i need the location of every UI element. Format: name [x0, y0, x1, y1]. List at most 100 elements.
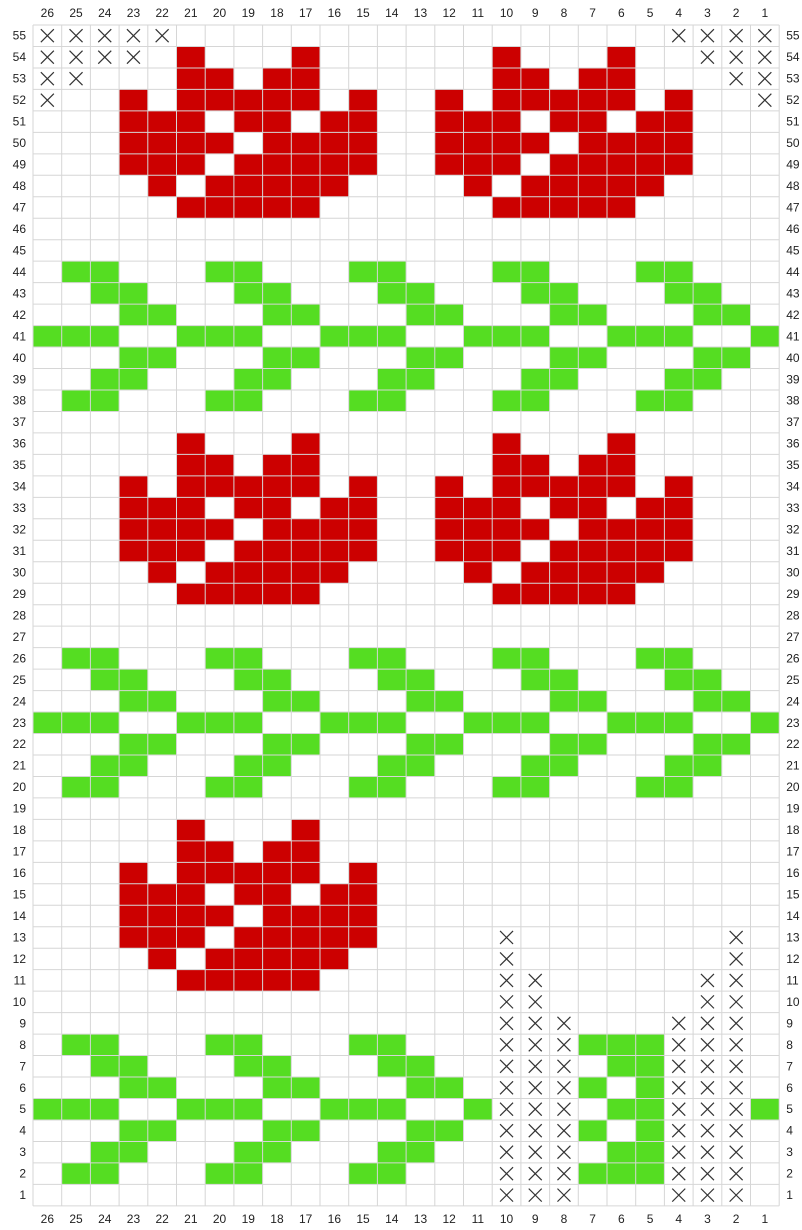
row-label: 8 [19, 1038, 26, 1052]
green-stitch-cell [435, 691, 464, 712]
column-label: 9 [532, 1212, 539, 1226]
no-stitch-cross-icon [557, 1146, 570, 1159]
green-stitch-cell [377, 1163, 406, 1184]
no-stitch-cross-icon [672, 1103, 685, 1116]
column-label: 13 [414, 6, 428, 20]
red-stitch-cell [550, 562, 579, 583]
red-stitch-cell [349, 927, 378, 948]
column-label: 5 [647, 6, 654, 20]
green-stitch-cell [521, 369, 550, 390]
red-stitch-cell [234, 497, 263, 518]
green-stitch-cell [263, 755, 292, 776]
green-stitch-cell [263, 1141, 292, 1162]
red-stitch-cell [578, 111, 607, 132]
green-stitch-cell [148, 347, 177, 368]
red-stitch-cell [177, 970, 206, 991]
row-label: 1 [19, 1188, 26, 1202]
green-stitch-cell [291, 691, 320, 712]
red-stitch-cell [234, 884, 263, 905]
red-stitch-cell [349, 540, 378, 561]
no-stitch-cross-icon [500, 1081, 513, 1094]
column-labels-bottom: 2625242322212019181716151413121110987654… [41, 1212, 769, 1226]
row-label: 18 [13, 823, 27, 837]
red-stitch-cell [148, 132, 177, 153]
row-label: 3 [19, 1145, 26, 1159]
row-label: 1 [786, 1188, 793, 1202]
column-label: 10 [500, 6, 514, 20]
red-stitch-cell [177, 540, 206, 561]
green-stitch-cell [550, 669, 579, 690]
column-label: 19 [242, 1212, 256, 1226]
red-stitch-cell [177, 433, 206, 454]
red-stitch-cell [177, 111, 206, 132]
row-label: 13 [13, 930, 27, 944]
red-stitch-cell [464, 540, 493, 561]
red-stitch-cell [234, 540, 263, 561]
green-stitch-cell [90, 648, 119, 669]
no-stitch-cross-icon [500, 1189, 513, 1202]
red-stitch-cell [435, 89, 464, 110]
green-stitch-cell [550, 283, 579, 304]
red-stitch-cell [492, 540, 521, 561]
red-stitch-cell [521, 562, 550, 583]
green-stitch-cell [234, 369, 263, 390]
chart-grid [33, 25, 779, 1206]
row-label: 30 [13, 565, 27, 579]
green-stitch-cell [607, 1141, 636, 1162]
red-stitch-cell [291, 819, 320, 840]
row-label: 15 [13, 888, 27, 902]
row-label: 3 [786, 1145, 793, 1159]
green-stitch-cell [521, 712, 550, 733]
red-stitch-cell [550, 175, 579, 196]
red-stitch-cell [205, 476, 234, 497]
red-stitch-cell [148, 562, 177, 583]
column-label: 21 [184, 1212, 198, 1226]
green-stitch-cell [291, 1120, 320, 1141]
no-stitch-cross-icon [672, 29, 685, 42]
green-stitch-cell [234, 1099, 263, 1120]
row-label: 30 [786, 565, 800, 579]
red-stitch-cell [291, 197, 320, 218]
green-stitch-cell [406, 369, 435, 390]
red-stitch-cell [177, 927, 206, 948]
green-stitch-cell [205, 390, 234, 411]
green-stitch-cell [607, 1034, 636, 1055]
column-label: 11 [472, 6, 485, 20]
no-stitch-cross-icon [758, 72, 771, 85]
green-stitch-cell [664, 648, 693, 669]
red-stitch-cell [205, 132, 234, 153]
red-stitch-cell [119, 540, 148, 561]
green-stitch-cell [62, 776, 91, 797]
red-stitch-cell [578, 476, 607, 497]
green-stitch-cell [291, 1077, 320, 1098]
red-stitch-cell [205, 519, 234, 540]
row-label: 51 [786, 115, 800, 129]
red-stitch-cell [291, 68, 320, 89]
green-stitch-cell [521, 776, 550, 797]
red-stitch-cell [263, 89, 292, 110]
green-stitch-cell [234, 1056, 263, 1077]
red-stitch-cell [177, 884, 206, 905]
green-stitch-cell [636, 261, 665, 282]
green-stitch-cell [406, 283, 435, 304]
red-stitch-cell [234, 583, 263, 604]
no-stitch-cross-icon [529, 1081, 542, 1094]
green-stitch-cell [607, 1056, 636, 1077]
green-stitch-cell [234, 755, 263, 776]
column-label: 18 [270, 6, 284, 20]
green-stitch-cell [205, 261, 234, 282]
red-stitch-cell [607, 132, 636, 153]
green-stitch-cell [435, 347, 464, 368]
no-stitch-cross-icon [41, 29, 54, 42]
red-stitch-cell [578, 175, 607, 196]
no-stitch-cross-icon [529, 1167, 542, 1180]
row-label: 29 [786, 587, 800, 601]
green-stitch-cell [377, 283, 406, 304]
red-stitch-cell [263, 905, 292, 926]
row-label: 10 [786, 995, 800, 1009]
red-stitch-cell [234, 154, 263, 175]
green-stitch-cell [435, 1077, 464, 1098]
red-stitch-cell [263, 68, 292, 89]
red-stitch-cell [578, 540, 607, 561]
no-stitch-cross-icon [557, 1038, 570, 1051]
